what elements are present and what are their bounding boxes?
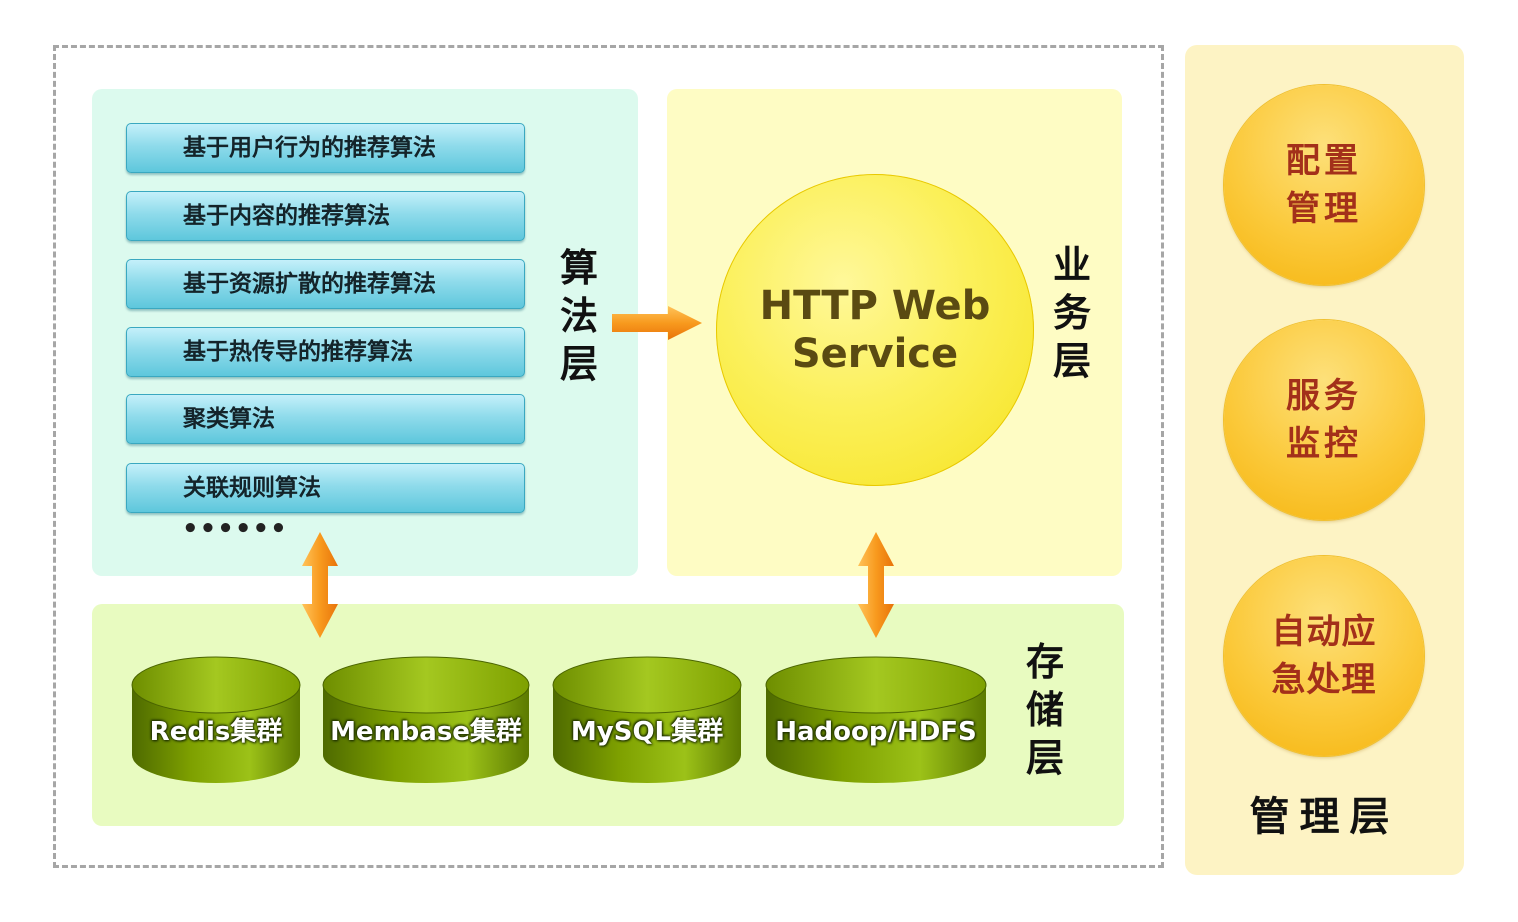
layer-label-char: 业 (1052, 243, 1091, 287)
system-boundary-frame (53, 45, 1164, 868)
database-icon (552, 656, 742, 783)
bidirectional-arrow-icon (858, 532, 894, 638)
layer-label-char: 算 (559, 246, 598, 290)
layer-label-char: 层 (1025, 736, 1064, 780)
right-arrow-icon (612, 306, 702, 340)
algorithm-item: 聚类算法 (126, 394, 525, 444)
management-layer-title: 管理层 (1249, 794, 1400, 840)
database-cylinder: MySQL集群 (552, 655, 742, 785)
more-items-ellipsis: •••••• (182, 514, 288, 544)
algorithm-item: 基于用户行为的推荐算法 (126, 123, 525, 173)
layer-label-char: 法 (559, 294, 598, 338)
config-management-line1: 配置 (1286, 141, 1362, 181)
service-label-line2: Service (791, 331, 959, 377)
bidirectional-arrow-icon (302, 532, 338, 638)
service-label: HTTP Web Service (745, 282, 1005, 378)
auto-emergency-handling-node: 自动应 急处理 (1224, 556, 1424, 756)
database-icon (131, 656, 301, 783)
service-monitoring-line1: 服务 (1286, 376, 1362, 416)
redis-cluster-label: Redis集群 (149, 717, 283, 747)
algorithm-item: 基于热传导的推荐算法 (126, 327, 525, 377)
database-icon (322, 656, 530, 783)
business-layer-label: 业务层 (1048, 241, 1096, 385)
auto-emergency-line2: 急处理 (1271, 660, 1377, 700)
algorithm-item: 基于资源扩散的推荐算法 (126, 259, 525, 309)
mysql-cluster-label: MySQL集群 (570, 717, 724, 747)
layer-label-char: 层 (559, 342, 598, 386)
database-icon (765, 656, 987, 783)
database-cylinder: Membase集群 (322, 655, 530, 785)
service-monitoring-line2: 监控 (1286, 424, 1362, 464)
layer-label-char: 储 (1025, 688, 1064, 732)
config-management-line2: 管理 (1286, 189, 1362, 229)
storage-layer-label: 存储层 (1021, 638, 1069, 782)
algorithm-layer-label: 算法层 (555, 244, 603, 388)
hadoop-hdfs-label: Hadoop/HDFS (775, 717, 977, 747)
service-monitoring-node: 服务 监控 (1224, 320, 1424, 520)
config-management-node: 配置 管理 (1224, 85, 1424, 285)
service-label-line1: HTTP Web (759, 283, 991, 329)
layer-label-char: 存 (1025, 640, 1064, 684)
layer-label-char: 务 (1052, 291, 1091, 335)
database-cylinder: Hadoop/HDFS (765, 655, 987, 785)
layer-label-char: 层 (1052, 339, 1091, 383)
membase-cluster-label: Membase集群 (330, 717, 522, 747)
auto-emergency-line1: 自动应 (1271, 612, 1377, 652)
algorithm-item: 关联规则算法 (126, 463, 525, 513)
database-cylinder: Redis集群 (131, 655, 301, 785)
http-web-service-node: HTTP Web Service (716, 174, 1034, 486)
algorithm-item: 基于内容的推荐算法 (126, 191, 525, 241)
